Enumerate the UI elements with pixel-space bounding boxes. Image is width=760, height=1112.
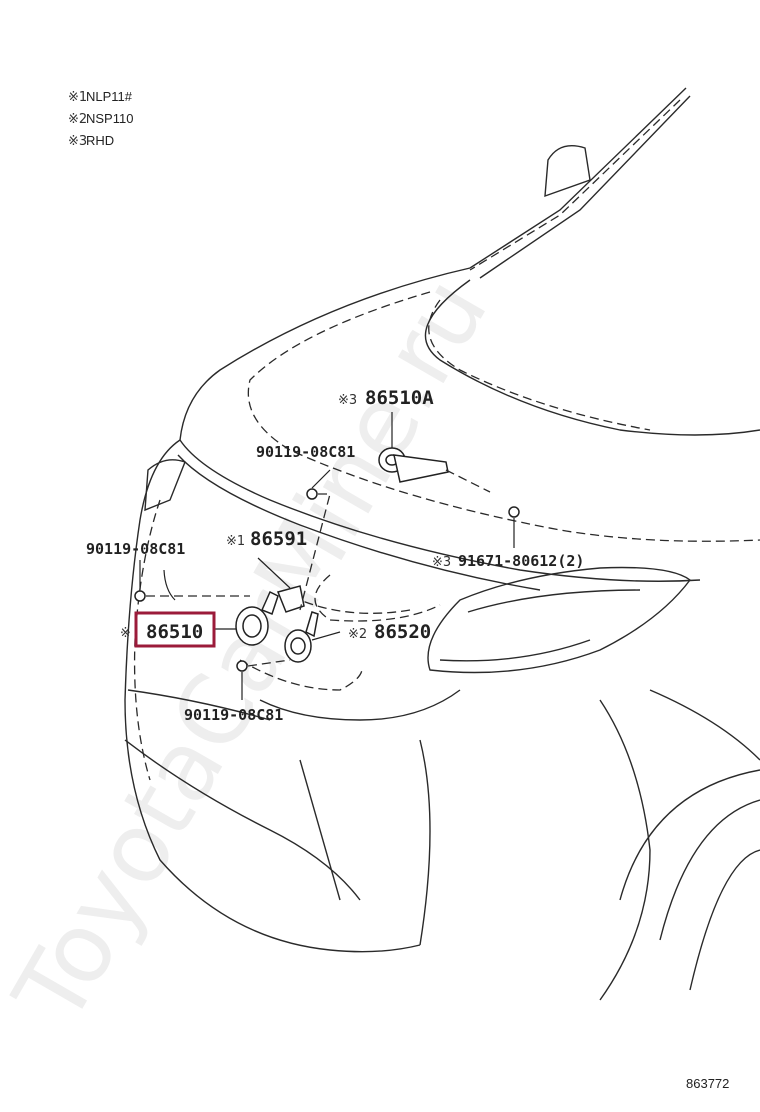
callout-86510a-mark: ※3 [338, 393, 357, 408]
callout-90119-left[interactable]: 90119-08C81 [86, 540, 185, 558]
legend-text-2: NSP110 [86, 111, 133, 126]
callout-90119-bottom[interactable]: 90119-08C81 [184, 706, 283, 724]
legend-text-1: NLP11# [86, 89, 133, 104]
horn-86510-illustration [134, 488, 331, 672]
legend: ※1 NLP11# ※2 NSP110 ※3 RHD [68, 89, 133, 149]
callout-90119-top-code[interactable]: 90119-08C81 [256, 443, 355, 461]
callout-91671-mark: ※3 [432, 555, 451, 570]
callout-86510a-code[interactable]: 86510A [365, 387, 434, 409]
legend-text-3: RHD [86, 133, 114, 148]
callout-86510-mark: ※ [120, 626, 131, 641]
legend-mark-1: ※1 [68, 90, 87, 105]
callout-86510-code[interactable]: 86510 [146, 621, 203, 643]
callout-91671-code[interactable]: 91671-80612(2) [458, 552, 584, 570]
car-body-outline [124, 87, 760, 1001]
horn-86520-illustration [284, 611, 319, 663]
callout-86510[interactable]: ※ 86510 [120, 611, 216, 648]
callout-90119-top[interactable]: 90119-08C81 [256, 443, 355, 461]
callout-90119-bottom-code[interactable]: 90119-08C81 [184, 706, 283, 724]
legend-mark-3: ※3 [68, 134, 87, 149]
watermark: ToyotaCarMine.ru [0, 259, 509, 1042]
horn-86510a-illustration [378, 412, 520, 518]
callout-86520[interactable]: ※2 86520 [348, 621, 431, 643]
leader-lines [139, 469, 515, 700]
callout-90119-left-code[interactable]: 90119-08C81 [86, 540, 185, 558]
highlight-box [134, 611, 216, 648]
callout-86591[interactable]: ※1 86591 [226, 528, 307, 550]
callout-86520-mark: ※2 [348, 627, 367, 642]
callout-86591-mark: ※1 [226, 534, 245, 549]
callout-86520-code[interactable]: 86520 [374, 621, 431, 643]
callout-86510a[interactable]: ※3 86510A [338, 387, 434, 409]
legend-mark-2: ※2 [68, 112, 87, 127]
callout-91671[interactable]: ※3 91671-80612(2) [432, 552, 584, 570]
figure-id: 863772 [686, 1076, 729, 1091]
callout-86591-code[interactable]: 86591 [250, 528, 307, 550]
